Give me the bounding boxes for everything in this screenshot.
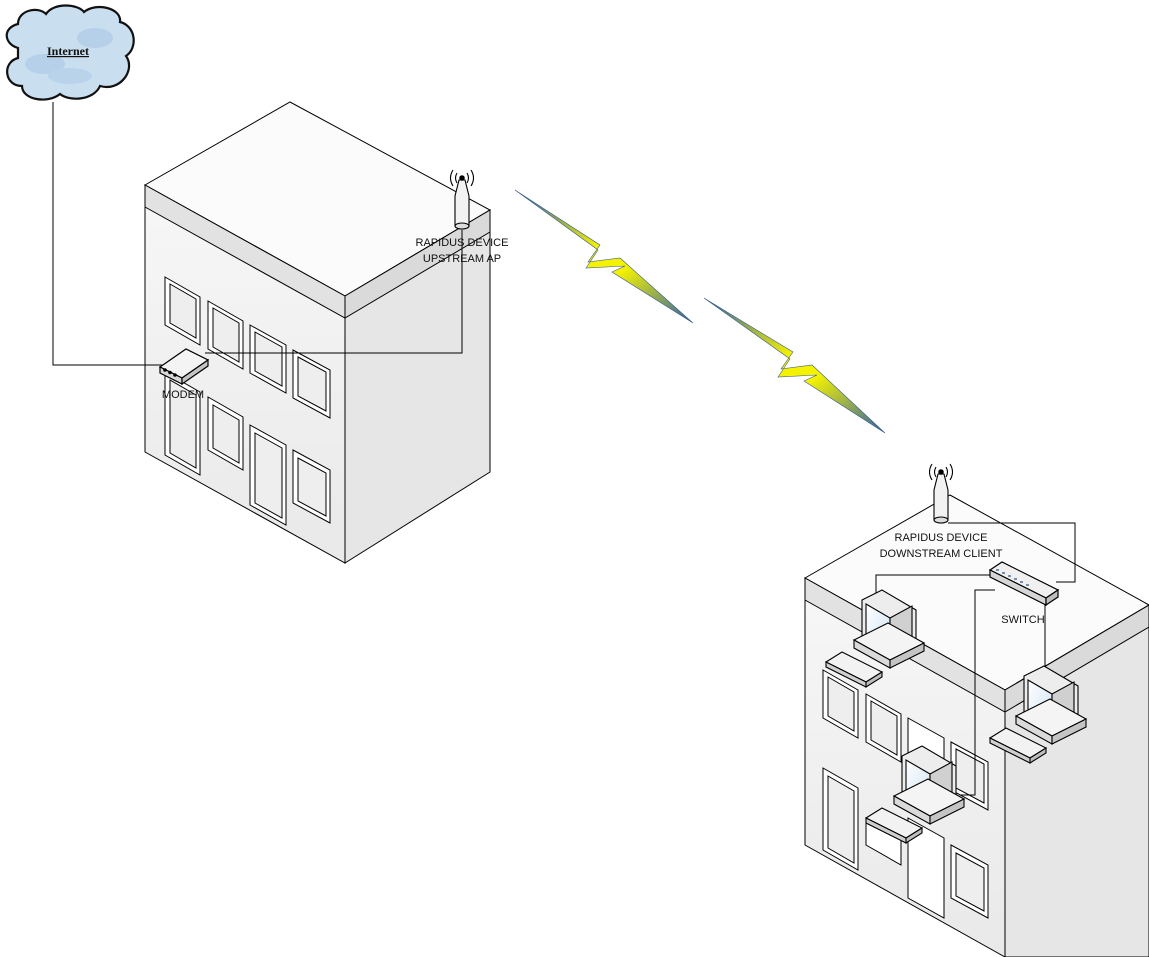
lightning-bolt-icon-1 bbox=[514, 189, 694, 324]
network-switch bbox=[988, 561, 1060, 607]
left-building bbox=[143, 101, 492, 564]
upstream-antenna bbox=[449, 169, 475, 230]
lightning-bolt-icon-2 bbox=[703, 297, 886, 434]
internet-cloud: Internet bbox=[5, 4, 135, 101]
switch-to-pc3-cable bbox=[960, 589, 995, 796]
downstream-label-line2: DOWNSTREAM CLIENT bbox=[880, 548, 1003, 560]
computer-2 bbox=[988, 665, 1088, 764]
modem-to-upstream-cable bbox=[205, 230, 463, 354]
downstream-antenna bbox=[928, 463, 954, 524]
modem-label: MODEM bbox=[162, 389, 204, 401]
computer-3 bbox=[864, 745, 966, 844]
modem-device bbox=[158, 348, 210, 386]
computer-3-keyboard-icon bbox=[864, 807, 924, 844]
computer-2-keyboard-icon bbox=[988, 727, 1048, 764]
switch-to-pc1-cable bbox=[875, 574, 1000, 600]
upstream-label-line2: UPSTREAM AP bbox=[423, 253, 501, 265]
cables bbox=[52, 102, 1076, 796]
internet-label: Internet bbox=[47, 44, 89, 58]
wireless-link-bolts bbox=[514, 189, 886, 434]
downstream-to-switch-cable bbox=[948, 522, 1076, 583]
upstream-label-line1: RAPIDUS DEVICE bbox=[416, 237, 509, 249]
computer-1-keyboard-icon bbox=[824, 651, 884, 688]
downstream-label-line1: RAPIDUS DEVICE bbox=[895, 532, 988, 544]
right-building bbox=[803, 494, 1149, 957]
computer-1 bbox=[824, 589, 926, 688]
left-building-windows bbox=[164, 276, 331, 526]
right-building-windows bbox=[822, 669, 989, 919]
internet-to-modem-cable bbox=[52, 102, 162, 366]
switch-label: SWITCH bbox=[1001, 614, 1044, 626]
